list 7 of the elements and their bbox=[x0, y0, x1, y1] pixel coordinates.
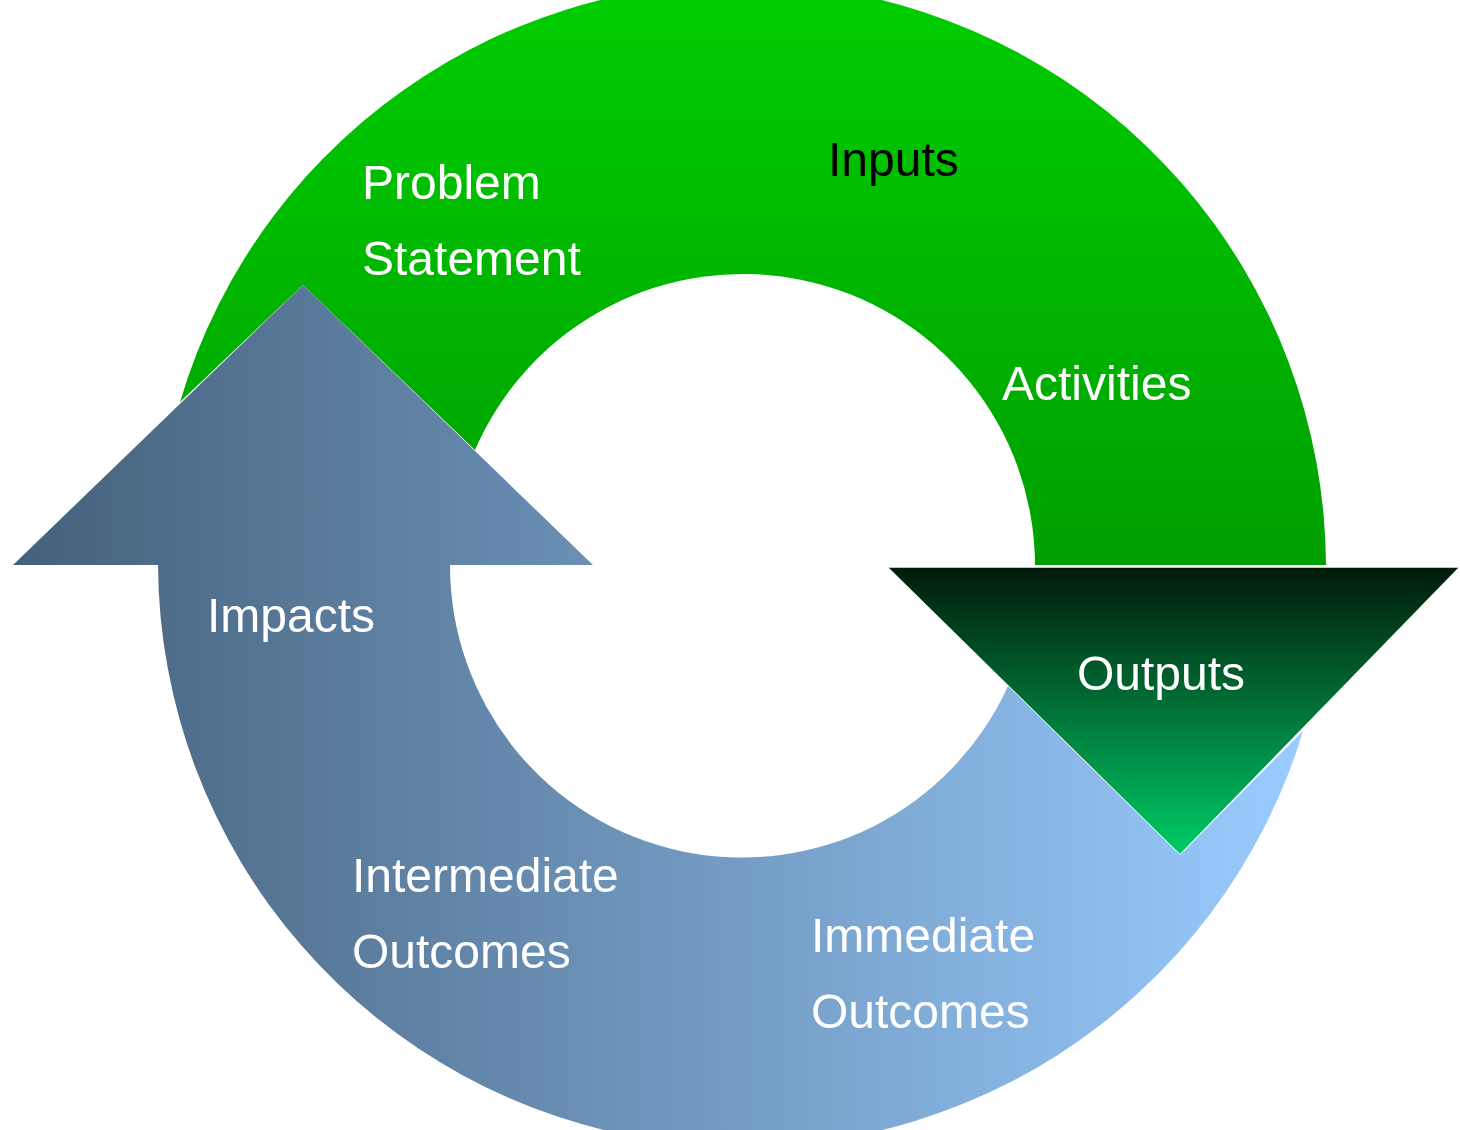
arrow-label: Impacts bbox=[207, 588, 377, 644]
arrow-label: Activities bbox=[1002, 356, 1193, 412]
arrow-label: Problem Statement bbox=[362, 155, 582, 287]
arrow-label: Inputs bbox=[828, 132, 960, 188]
arrow-label: Intermediate Outcomes bbox=[352, 848, 620, 980]
arrow-label: Outputs bbox=[1077, 646, 1247, 702]
arrow-label: Immediate Outcomes bbox=[811, 908, 1037, 1040]
